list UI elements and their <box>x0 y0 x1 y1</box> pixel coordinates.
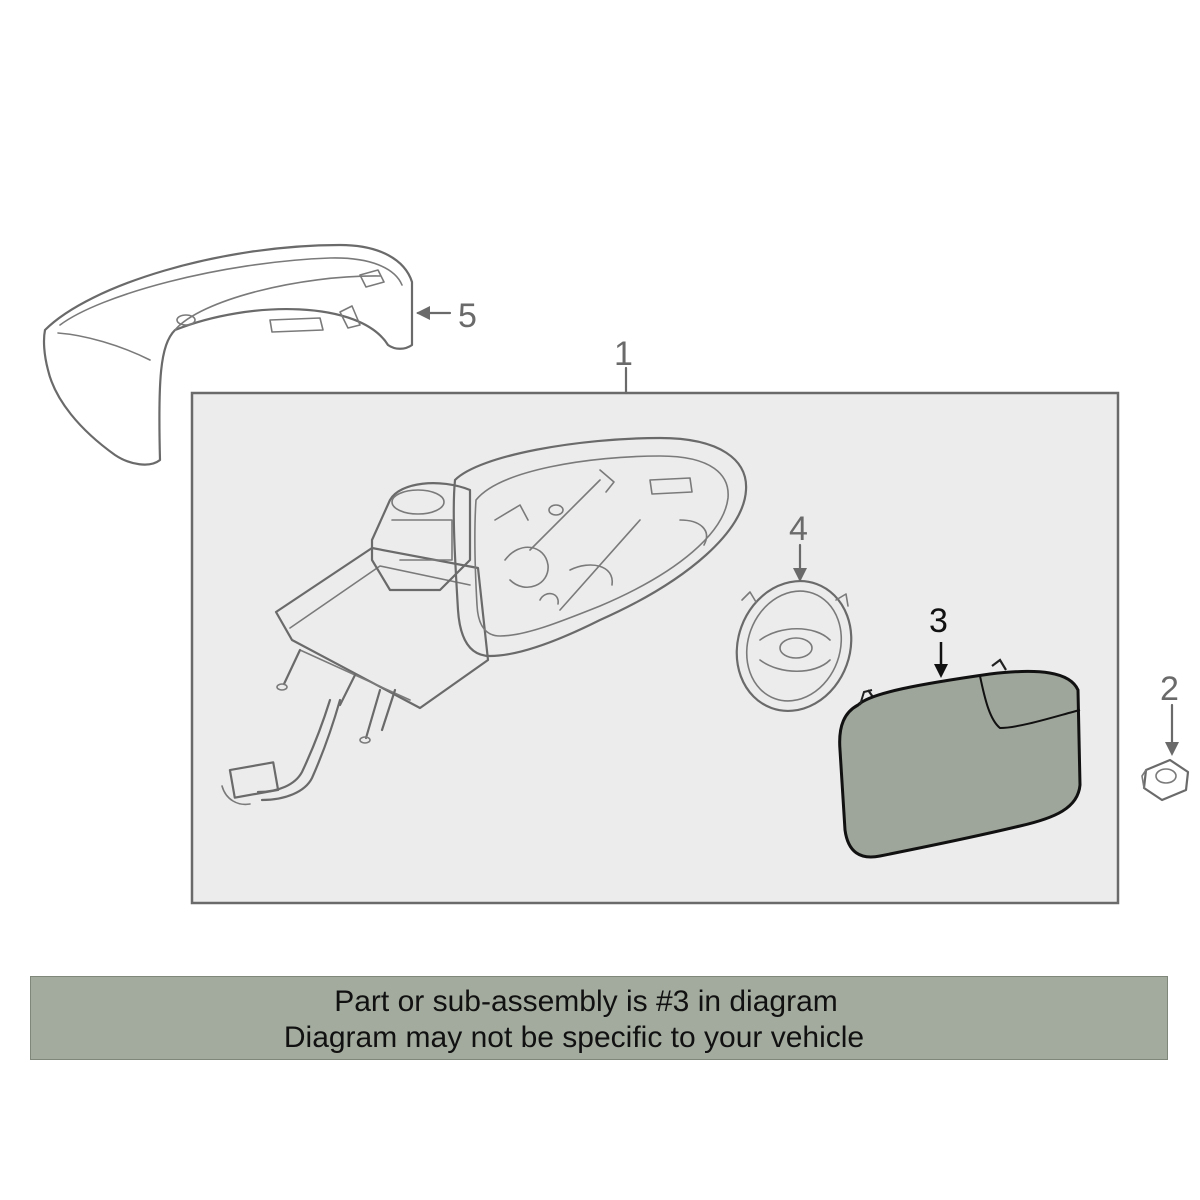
callout-3: 3 <box>929 602 948 678</box>
mirror-cap-part-5 <box>42 243 414 466</box>
nut-part-2 <box>1141 758 1190 802</box>
callout-2-label: 2 <box>1160 670 1179 708</box>
caption-line-part-note: Part or sub-assembly is #3 in diagram <box>334 985 838 1018</box>
mirror-housing-assembly <box>221 436 748 806</box>
callout-4-label: 4 <box>789 510 808 548</box>
callout-1-label: 1 <box>614 335 633 373</box>
caption-banner: Part or sub-assembly is #3 in diagram Di… <box>30 976 1168 1060</box>
caption-line-disclaimer: Diagram may not be specific to your vehi… <box>283 1021 865 1054</box>
callout-5: 5 <box>416 297 477 335</box>
actuator-part-4 <box>735 579 853 713</box>
mirror-glass-shape <box>838 669 1082 859</box>
callout-1: 1 <box>614 335 633 395</box>
mirror-glass-part-3 <box>838 658 1082 859</box>
callout-3-label: 3 <box>929 602 948 640</box>
callout-2: 2 <box>1160 670 1179 756</box>
callout-5-label: 5 <box>458 297 477 335</box>
callout-4: 4 <box>789 510 808 582</box>
